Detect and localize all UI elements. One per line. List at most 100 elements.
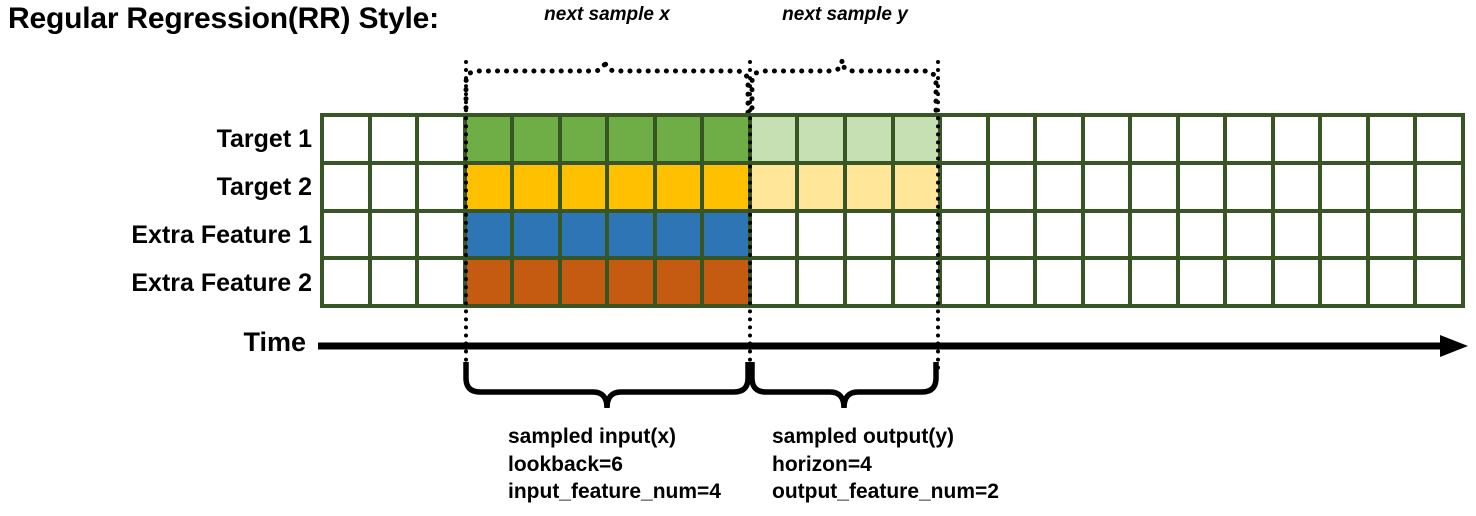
grid-cell-r3-c14: [942, 212, 986, 257]
grid-cell-r3-c22: [1322, 212, 1366, 257]
grid-cell-r3-c2: [371, 212, 416, 257]
grid-cell-r4-c10: [751, 260, 796, 304]
grid-cell-r4-c15: [989, 260, 1034, 304]
grid-cell-r3-c1: [324, 212, 368, 257]
grid-cell-r2-c21: [1274, 164, 1319, 209]
grid-cell-r2-c14: [942, 164, 986, 209]
row-label-extra-feature-1: Extra Feature 1: [131, 221, 312, 249]
grid-cell-r4-c1: [324, 260, 368, 304]
grid-cell-r2-c13: [894, 164, 939, 209]
grid-cell-r3-c24: [1417, 212, 1461, 257]
grid-cell-r3-c20: [1227, 212, 1271, 257]
grid-cell-r2-c5: [514, 164, 558, 209]
grid-cell-r1-c23: [1369, 117, 1414, 161]
grid-cell-r3-c5: [514, 212, 558, 257]
grid-cell-r1-c20: [1227, 117, 1271, 161]
grid-cell-r1-c3: [419, 117, 463, 161]
grid-cell-r2-c3: [419, 164, 463, 209]
annotation-input-line-1: sampled input(x): [508, 425, 677, 448]
grid-cell-r2-c16: [1037, 164, 1081, 209]
guide-input-output-boundary: [748, 60, 752, 370]
grid-cell-r3-c23: [1369, 212, 1414, 257]
grid-cell-r4-c16: [1037, 260, 1081, 304]
grid-cell-r3-c17: [1084, 212, 1129, 257]
grid-cell-r3-c11: [799, 212, 843, 257]
grid-cell-r1-c11: [799, 117, 843, 161]
grid-cell-r4-c13: [894, 260, 939, 304]
grid-cell-r1-c19: [1179, 117, 1224, 161]
page-title: Regular Regression(RR) Style:: [8, 2, 439, 35]
row-label-extra-feature-2: Extra Feature 2: [131, 269, 312, 297]
grid-cell-r2-c2: [371, 164, 416, 209]
grid-cell-r2-c1: [324, 164, 368, 209]
grid-cell-r2-c17: [1084, 164, 1129, 209]
grid-cell-r3-c12: [846, 212, 891, 257]
grid-cell-r2-c20: [1227, 164, 1271, 209]
grid-cell-r3-c10: [751, 212, 796, 257]
grid-cell-r1-c5: [514, 117, 558, 161]
grid-cell-r3-c16: [1037, 212, 1081, 257]
annotation-output-line-2: horizon=4: [772, 452, 872, 476]
grid-cell-r4-c24: [1417, 260, 1461, 304]
grid-cell-r3-c21: [1274, 212, 1319, 257]
label-next-sample-y: next sample y: [782, 4, 908, 25]
grid-cell-r3-c18: [1132, 212, 1176, 257]
grid-cell-r4-c8: [656, 260, 701, 304]
grid-cell-r4-c11: [799, 260, 843, 304]
annotation-input-line-2: lookback=6: [508, 452, 623, 476]
annotation-input-line-3: input_feature_num=4: [508, 480, 721, 504]
grid-cell-r1-c16: [1037, 117, 1081, 161]
grid-cell-r1-c9: [704, 117, 748, 161]
grid-cell-r2-c23: [1369, 164, 1414, 209]
grid-cell-r4-c6: [561, 260, 606, 304]
grid-cell-r4-c18: [1132, 260, 1176, 304]
guide-output-end: [936, 60, 940, 370]
grid-cell-r4-c5: [514, 260, 558, 304]
time-axis-arrow: [318, 335, 1468, 357]
grid-cell-r3-c3: [419, 212, 463, 257]
grid-cell-r1-c21: [1274, 117, 1319, 161]
grid-cell-r1-c13: [894, 117, 939, 161]
grid-cell-r2-c24: [1417, 164, 1461, 209]
grid-cell-r2-c7: [609, 164, 653, 209]
brace-sampled-input: [463, 362, 751, 409]
grid-cell-r1-c12: [846, 117, 891, 161]
grid-cell-r2-c18: [1132, 164, 1176, 209]
grid-cell-r2-c19: [1179, 164, 1224, 209]
grid-cell-r4-c17: [1084, 260, 1129, 304]
grid-cell-r1-c7: [609, 117, 653, 161]
grid-cell-r4-c21: [1274, 260, 1319, 304]
grid-cell-r3-c4: [466, 212, 511, 257]
grid-cell-r1-c22: [1322, 117, 1366, 161]
grid-cell-r4-c7: [609, 260, 653, 304]
grid-cell-r4-c2: [371, 260, 416, 304]
grid-cell-r4-c12: [846, 260, 891, 304]
guide-input-start: [464, 60, 468, 370]
grid-cell-r4-c9: [704, 260, 748, 304]
grid-cell-r4-c19: [1179, 260, 1224, 304]
grid-cell-r3-c19: [1179, 212, 1224, 257]
label-next-sample-x: next sample x: [544, 4, 670, 25]
row-label-target-2: Target 2: [216, 173, 312, 201]
grid-cell-r4-c22: [1322, 260, 1366, 304]
grid-cell-r1-c4: [466, 117, 511, 161]
grid-cell-r4-c14: [942, 260, 986, 304]
grid-cell-r1-c18: [1132, 117, 1176, 161]
grid-cell-r1-c1: [324, 117, 368, 161]
timeline-grid: [320, 113, 1465, 308]
annotation-output-line-3: output_feature_num=2: [772, 480, 999, 504]
grid-cell-r1-c14: [942, 117, 986, 161]
grid-cell-r1-c15: [989, 117, 1034, 161]
grid-cell-r3-c15: [989, 212, 1034, 257]
grid-cell-r3-c6: [561, 212, 606, 257]
annotation-sampled-input: sampled input(x) lookback=6 input_featur…: [508, 423, 721, 506]
annotation-sampled-output: sampled output(y) horizon=4 output_featu…: [772, 423, 999, 506]
grid-cell-r4-c4: [466, 260, 511, 304]
grid-cell-r4-c3: [419, 260, 463, 304]
grid-cell-r4-c23: [1369, 260, 1414, 304]
row-label-column: Target 1 Target 2 Extra Feature 1 Extra …: [0, 117, 312, 308]
grid-cell-r4-c20: [1227, 260, 1271, 304]
time-axis-label: Time: [243, 327, 306, 357]
grid-cell-r1-c17: [1084, 117, 1129, 161]
